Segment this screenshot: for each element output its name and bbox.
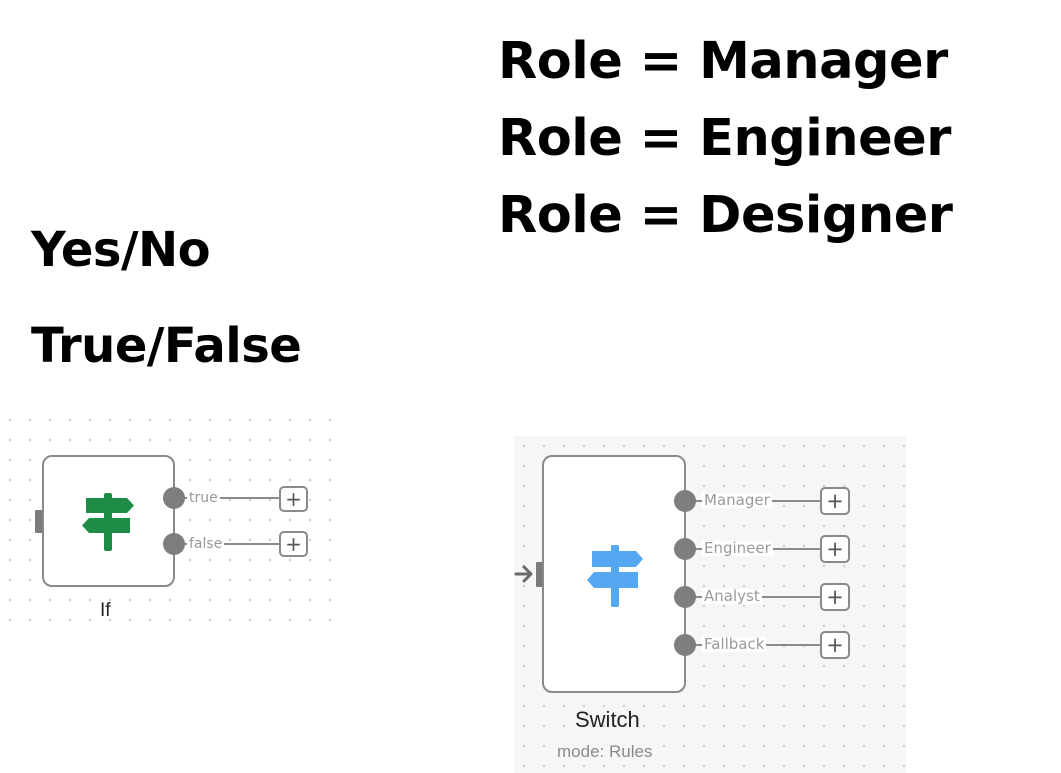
if-node-title: If <box>100 600 111 621</box>
add-node-false-button[interactable]: + <box>279 531 308 557</box>
if-output-label-true: true <box>187 490 220 506</box>
if-output-handle-false[interactable] <box>163 533 185 555</box>
add-node-engineer-button[interactable]: + <box>820 535 850 563</box>
add-node-analyst-button[interactable]: + <box>820 583 850 611</box>
switch-output-handle-analyst[interactable] <box>674 586 696 608</box>
add-node-manager-button[interactable]: + <box>820 487 850 515</box>
switch-output-label-analyst: Analyst <box>702 587 762 605</box>
if-input-handle[interactable] <box>35 510 44 533</box>
heading-true-false: True/False <box>31 318 302 374</box>
signpost-icon <box>587 545 643 607</box>
if-node[interactable] <box>42 455 175 587</box>
switch-output-label-engineer: Engineer <box>702 539 773 557</box>
switch-output-handle-manager[interactable] <box>674 490 696 512</box>
switch-signpost-icon-shape <box>587 545 643 607</box>
switch-output-label-fallback: Fallback <box>702 635 767 653</box>
switch-output-handle-fallback[interactable] <box>674 634 696 656</box>
arrow-right-icon <box>514 565 533 583</box>
heading-role-manager: Role = Manager <box>498 32 948 91</box>
add-node-true-button[interactable]: + <box>279 486 308 512</box>
signpost-board-right <box>592 551 643 567</box>
signpost-board-right <box>86 498 134 513</box>
signpost-board-left <box>82 518 130 533</box>
heading-role-engineer: Role = Engineer <box>498 109 951 168</box>
signpost-icon <box>82 493 134 551</box>
heading-role-designer: Role = Designer <box>498 186 953 245</box>
signpost-board-left <box>587 572 638 588</box>
if-output-label-false: false <box>187 536 225 552</box>
add-node-fallback-button[interactable]: + <box>820 631 850 659</box>
if-edge-false <box>184 543 280 545</box>
heading-yes-no: Yes/No <box>31 222 211 278</box>
switch-node[interactable] <box>542 455 686 693</box>
switch-node-subtitle: mode: Rules <box>557 742 653 761</box>
if-output-handle-true[interactable] <box>163 487 185 509</box>
switch-output-handle-engineer[interactable] <box>674 538 696 560</box>
switch-node-title: Switch <box>575 707 640 732</box>
if-edge-true <box>184 497 280 499</box>
if-signpost-icon-shape <box>82 493 134 551</box>
switch-output-label-manager: Manager <box>702 491 772 509</box>
